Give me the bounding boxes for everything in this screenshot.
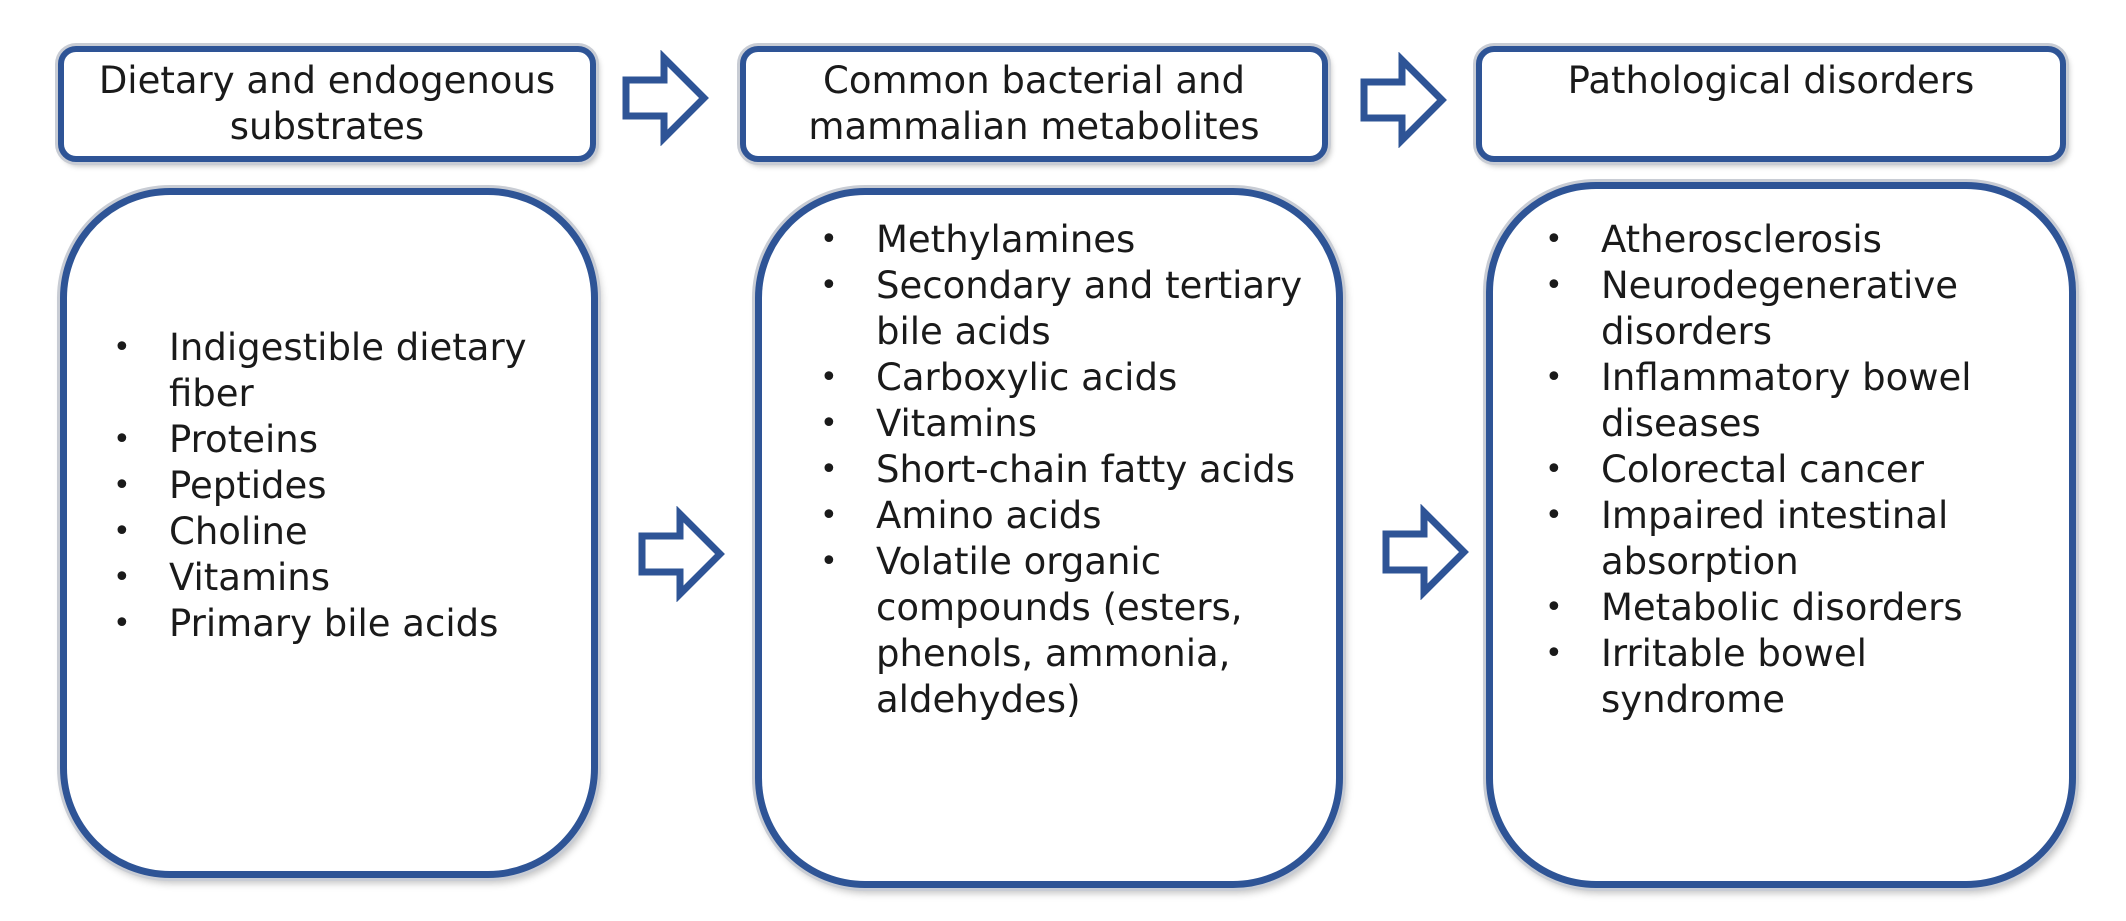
box-substrates: •Indigestible dietary fiber •Proteins •P… [60, 188, 598, 878]
list-item: •Vitamins [820, 402, 1038, 445]
list-item: •Neurodegenerative disorders [1545, 264, 1958, 353]
arrow-right-icon [1382, 504, 1469, 600]
arrow-right-icon [1360, 52, 1447, 148]
list-item: •Colorectal cancer [1545, 448, 1924, 491]
list-substrates: •Indigestible dietary fiber •Proteins •P… [113, 325, 573, 647]
list-item: •Indigestible dietary fiber [113, 326, 527, 415]
list-item: •Proteins [113, 418, 318, 461]
list-item: •Metabolic disorders [1545, 586, 1963, 629]
list-item: •Impaired intestinal absorption [1545, 494, 1949, 583]
box-metabolites: •Methylamines •Secondary and tertiary bi… [755, 188, 1343, 888]
list-item: •Peptides [113, 464, 327, 507]
header-metabolites-label: Common bacterial and mammalian metabolit… [808, 59, 1260, 148]
list-item: •Amino acids [820, 494, 1102, 537]
list-item: •Short-chain fatty acids [820, 448, 1296, 491]
header-substrates: Dietary and endogenous substrates [58, 46, 596, 162]
header-disorders-label: Pathological disorders [1567, 59, 1975, 102]
list-disorders: •Atherosclerosis •Neurodegenerative diso… [1545, 217, 2045, 723]
list-item: •Choline [113, 510, 308, 553]
list-item: •Irritable bowel syndrome [1545, 632, 1867, 721]
header-substrates-label: Dietary and endogenous substrates [98, 59, 556, 148]
list-metabolites: •Methylamines •Secondary and tertiary bi… [820, 217, 1320, 723]
box-disorders: •Atherosclerosis •Neurodegenerative diso… [1486, 182, 2076, 888]
list-item: •Inflammatory bowel diseases [1545, 356, 1972, 445]
arrow-right-icon [638, 506, 725, 602]
header-disorders: Pathological disorders [1476, 46, 2066, 162]
list-item: •Primary bile acids [113, 602, 499, 645]
list-item: •Vitamins [113, 556, 331, 599]
list-item: •Methylamines [820, 218, 1136, 261]
arrow-right-icon [622, 50, 709, 146]
list-item: •Volatile organic compounds (esters, phe… [820, 540, 1243, 721]
list-item: •Secondary and tertiary bile acids [820, 264, 1303, 353]
header-metabolites: Common bacterial and mammalian metabolit… [740, 46, 1328, 162]
list-item: •Carboxylic acids [820, 356, 1178, 399]
list-item: •Atherosclerosis [1545, 218, 1882, 261]
